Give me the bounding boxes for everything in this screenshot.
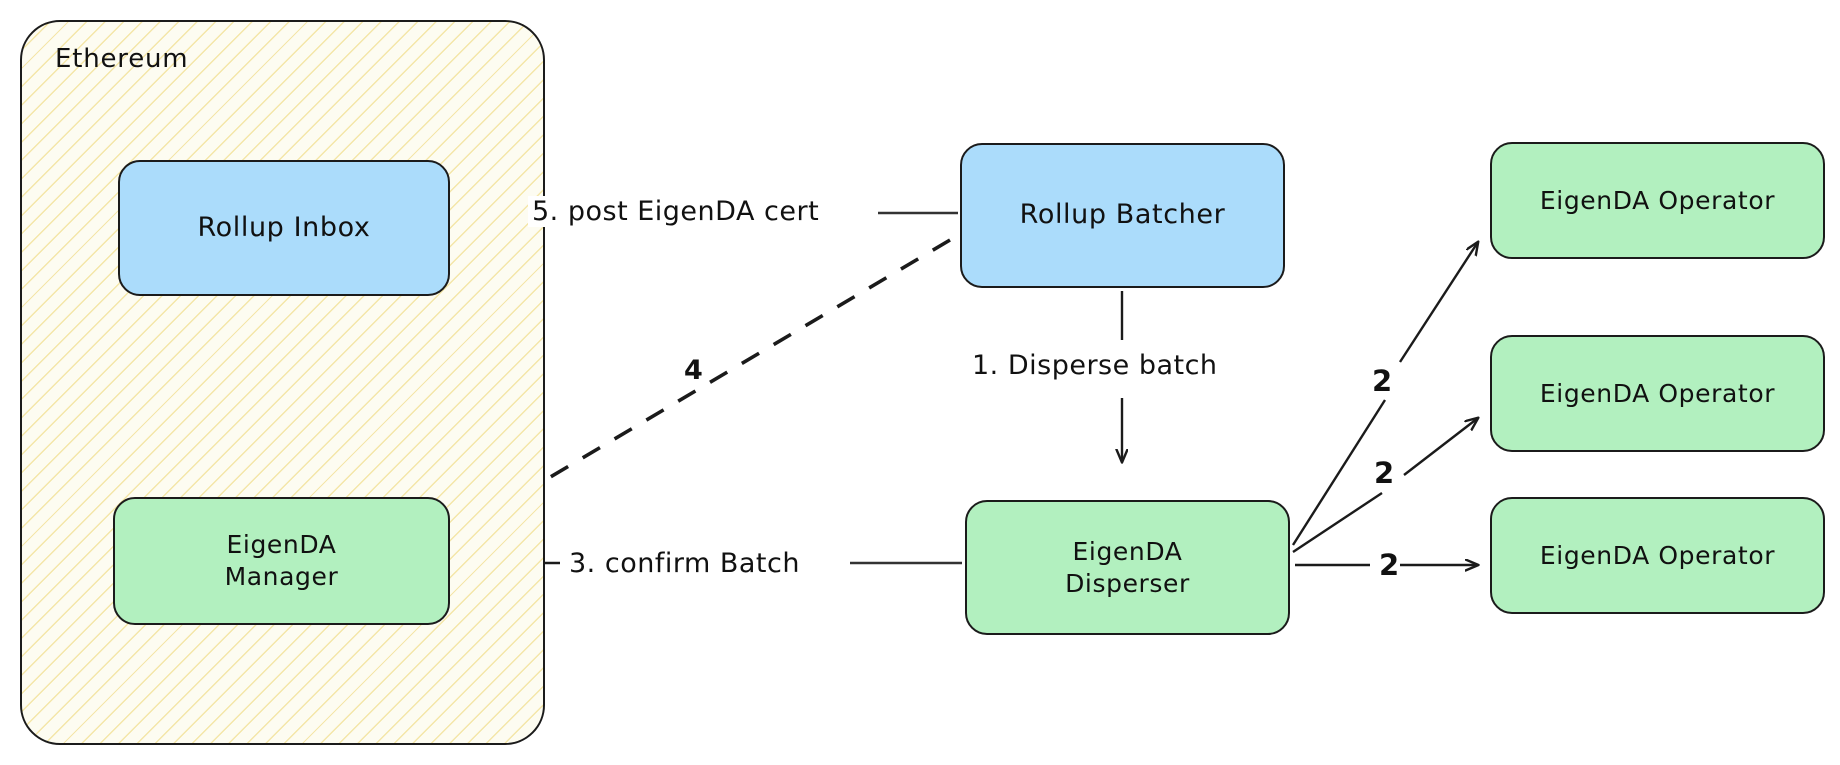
node-eigenda-operator-1-label: EigenDA Operator	[1539, 185, 1776, 215]
node-eigenda-manager-label: EigenDA Manager	[224, 530, 339, 591]
edge-label-3-confirm-batch: 3. confirm Batch	[565, 548, 804, 579]
edge-2-operator-1-line	[1291, 242, 1478, 546]
node-eigenda-operator-2[interactable]: EigenDA Operator	[1490, 335, 1825, 452]
node-eigenda-manager[interactable]: EigenDA Manager	[113, 497, 450, 625]
node-eigenda-operator-3[interactable]: EigenDA Operator	[1490, 497, 1825, 614]
node-rollup-inbox[interactable]: Rollup Inbox	[118, 160, 450, 296]
edge-label-4: 4	[684, 355, 704, 386]
node-eigenda-operator-2-label: EigenDA Operator	[1539, 378, 1776, 408]
edge-label-5-post-cert: 5. post EigenDA cert	[528, 196, 824, 227]
node-rollup-batcher[interactable]: Rollup Batcher	[960, 143, 1285, 288]
node-eigenda-disperser[interactable]: EigenDA Disperser	[965, 500, 1290, 635]
edge-4-line	[488, 238, 951, 516]
node-rollup-batcher-label: Rollup Batcher	[1019, 199, 1226, 231]
group-ethereum	[20, 20, 545, 745]
node-eigenda-operator-3-label: EigenDA Operator	[1539, 540, 1776, 570]
node-eigenda-operator-1[interactable]: EigenDA Operator	[1490, 142, 1825, 259]
edge-2-operator-2-line	[1292, 418, 1478, 554]
group-ethereum-label: Ethereum	[55, 44, 189, 74]
edge-label-2-operator-3: 2	[1379, 548, 1400, 582]
edge-label-1-disperse-batch: 1. Disperse batch	[968, 350, 1222, 381]
edge-label-2-operator-1: 2	[1372, 364, 1393, 398]
node-eigenda-disperser-label: EigenDA Disperser	[1065, 536, 1190, 598]
edge-label-2-operator-2: 2	[1374, 456, 1395, 490]
node-rollup-inbox-label: Rollup Inbox	[197, 211, 371, 243]
